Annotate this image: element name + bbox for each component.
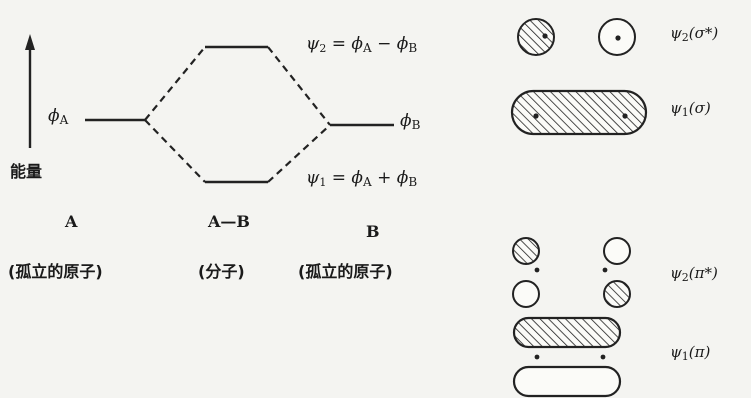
phi-a-label: ϕA (48, 106, 68, 127)
psi1-term1-subscript: A (363, 175, 372, 189)
psi1-term1: ϕ (351, 168, 363, 188)
sigma-bonding-lobe (510, 89, 648, 136)
sigma-psi: ψ (670, 99, 682, 117)
column-b-letter: B (366, 222, 380, 241)
column-ab-letter: A—B (208, 212, 250, 231)
psi2-equation: ψ2 = ϕA − ϕB (306, 34, 417, 55)
psi2-term1-subscript: A (363, 41, 372, 55)
pi-subscript: 1 (681, 350, 689, 363)
phi-b-label: ϕB (400, 111, 420, 132)
psi1-term2-subscript: B (408, 175, 418, 189)
pi-star-psi: ψ (670, 264, 682, 282)
psi2-term1: ϕ (351, 34, 363, 54)
sigma-label: ψ1(σ) (670, 99, 711, 119)
sigma-subscript: 1 (681, 106, 689, 119)
pi-psi: ψ (670, 343, 682, 361)
psi1-operator: + (371, 168, 397, 188)
sigma-star-label: ψ2(σ*) (670, 24, 718, 44)
sigma-type: (σ) (688, 99, 711, 117)
psi2-symbol: ψ (306, 34, 320, 54)
psi1-symbol: ψ (306, 168, 320, 188)
sigma-star-lobes (517, 18, 636, 56)
pi-bonding-lobes (512, 316, 622, 398)
pi-star-subscript: 2 (681, 271, 689, 284)
psi2-equals: = (326, 34, 352, 54)
phi-b-symbol: ϕ (400, 111, 412, 131)
psi2-term2-subscript: B (408, 41, 418, 55)
correlation-dashed-lines (144, 46, 331, 183)
psi1-equals: = (326, 168, 352, 188)
phi-a-subscript: A (59, 113, 69, 127)
sigma-star-psi: ψ (670, 24, 682, 42)
pi-label: ψ1(π) (670, 343, 710, 363)
pi-star-label: ψ2(π*) (670, 264, 718, 284)
sigma-star-subscript: 2 (681, 31, 689, 44)
psi2-operator: − (371, 34, 397, 54)
column-b-caption: (孤立的原子) (298, 262, 393, 281)
psi2-subscript: 2 (319, 42, 327, 55)
column-a-caption: (孤立的原子) (8, 262, 103, 281)
energy-axis-arrow (25, 34, 35, 148)
psi1-subscript: 1 (319, 176, 327, 189)
sigma-star-type: (σ*) (688, 24, 719, 42)
pi-type: (π) (688, 343, 711, 361)
pi-star-lobes (512, 237, 631, 308)
pi-star-type: (π*) (688, 264, 718, 282)
psi1-equation: ψ1 = ϕA + ϕB (306, 168, 417, 189)
energy-axis-label: 能量 (10, 162, 43, 181)
column-a-letter: A (65, 212, 78, 231)
phi-a-symbol: ϕ (48, 106, 60, 126)
phi-b-subscript: B (411, 118, 421, 132)
column-ab-caption: (分子) (198, 262, 245, 281)
psi2-term2: ϕ (396, 34, 409, 54)
psi1-term2: ϕ (396, 168, 409, 188)
